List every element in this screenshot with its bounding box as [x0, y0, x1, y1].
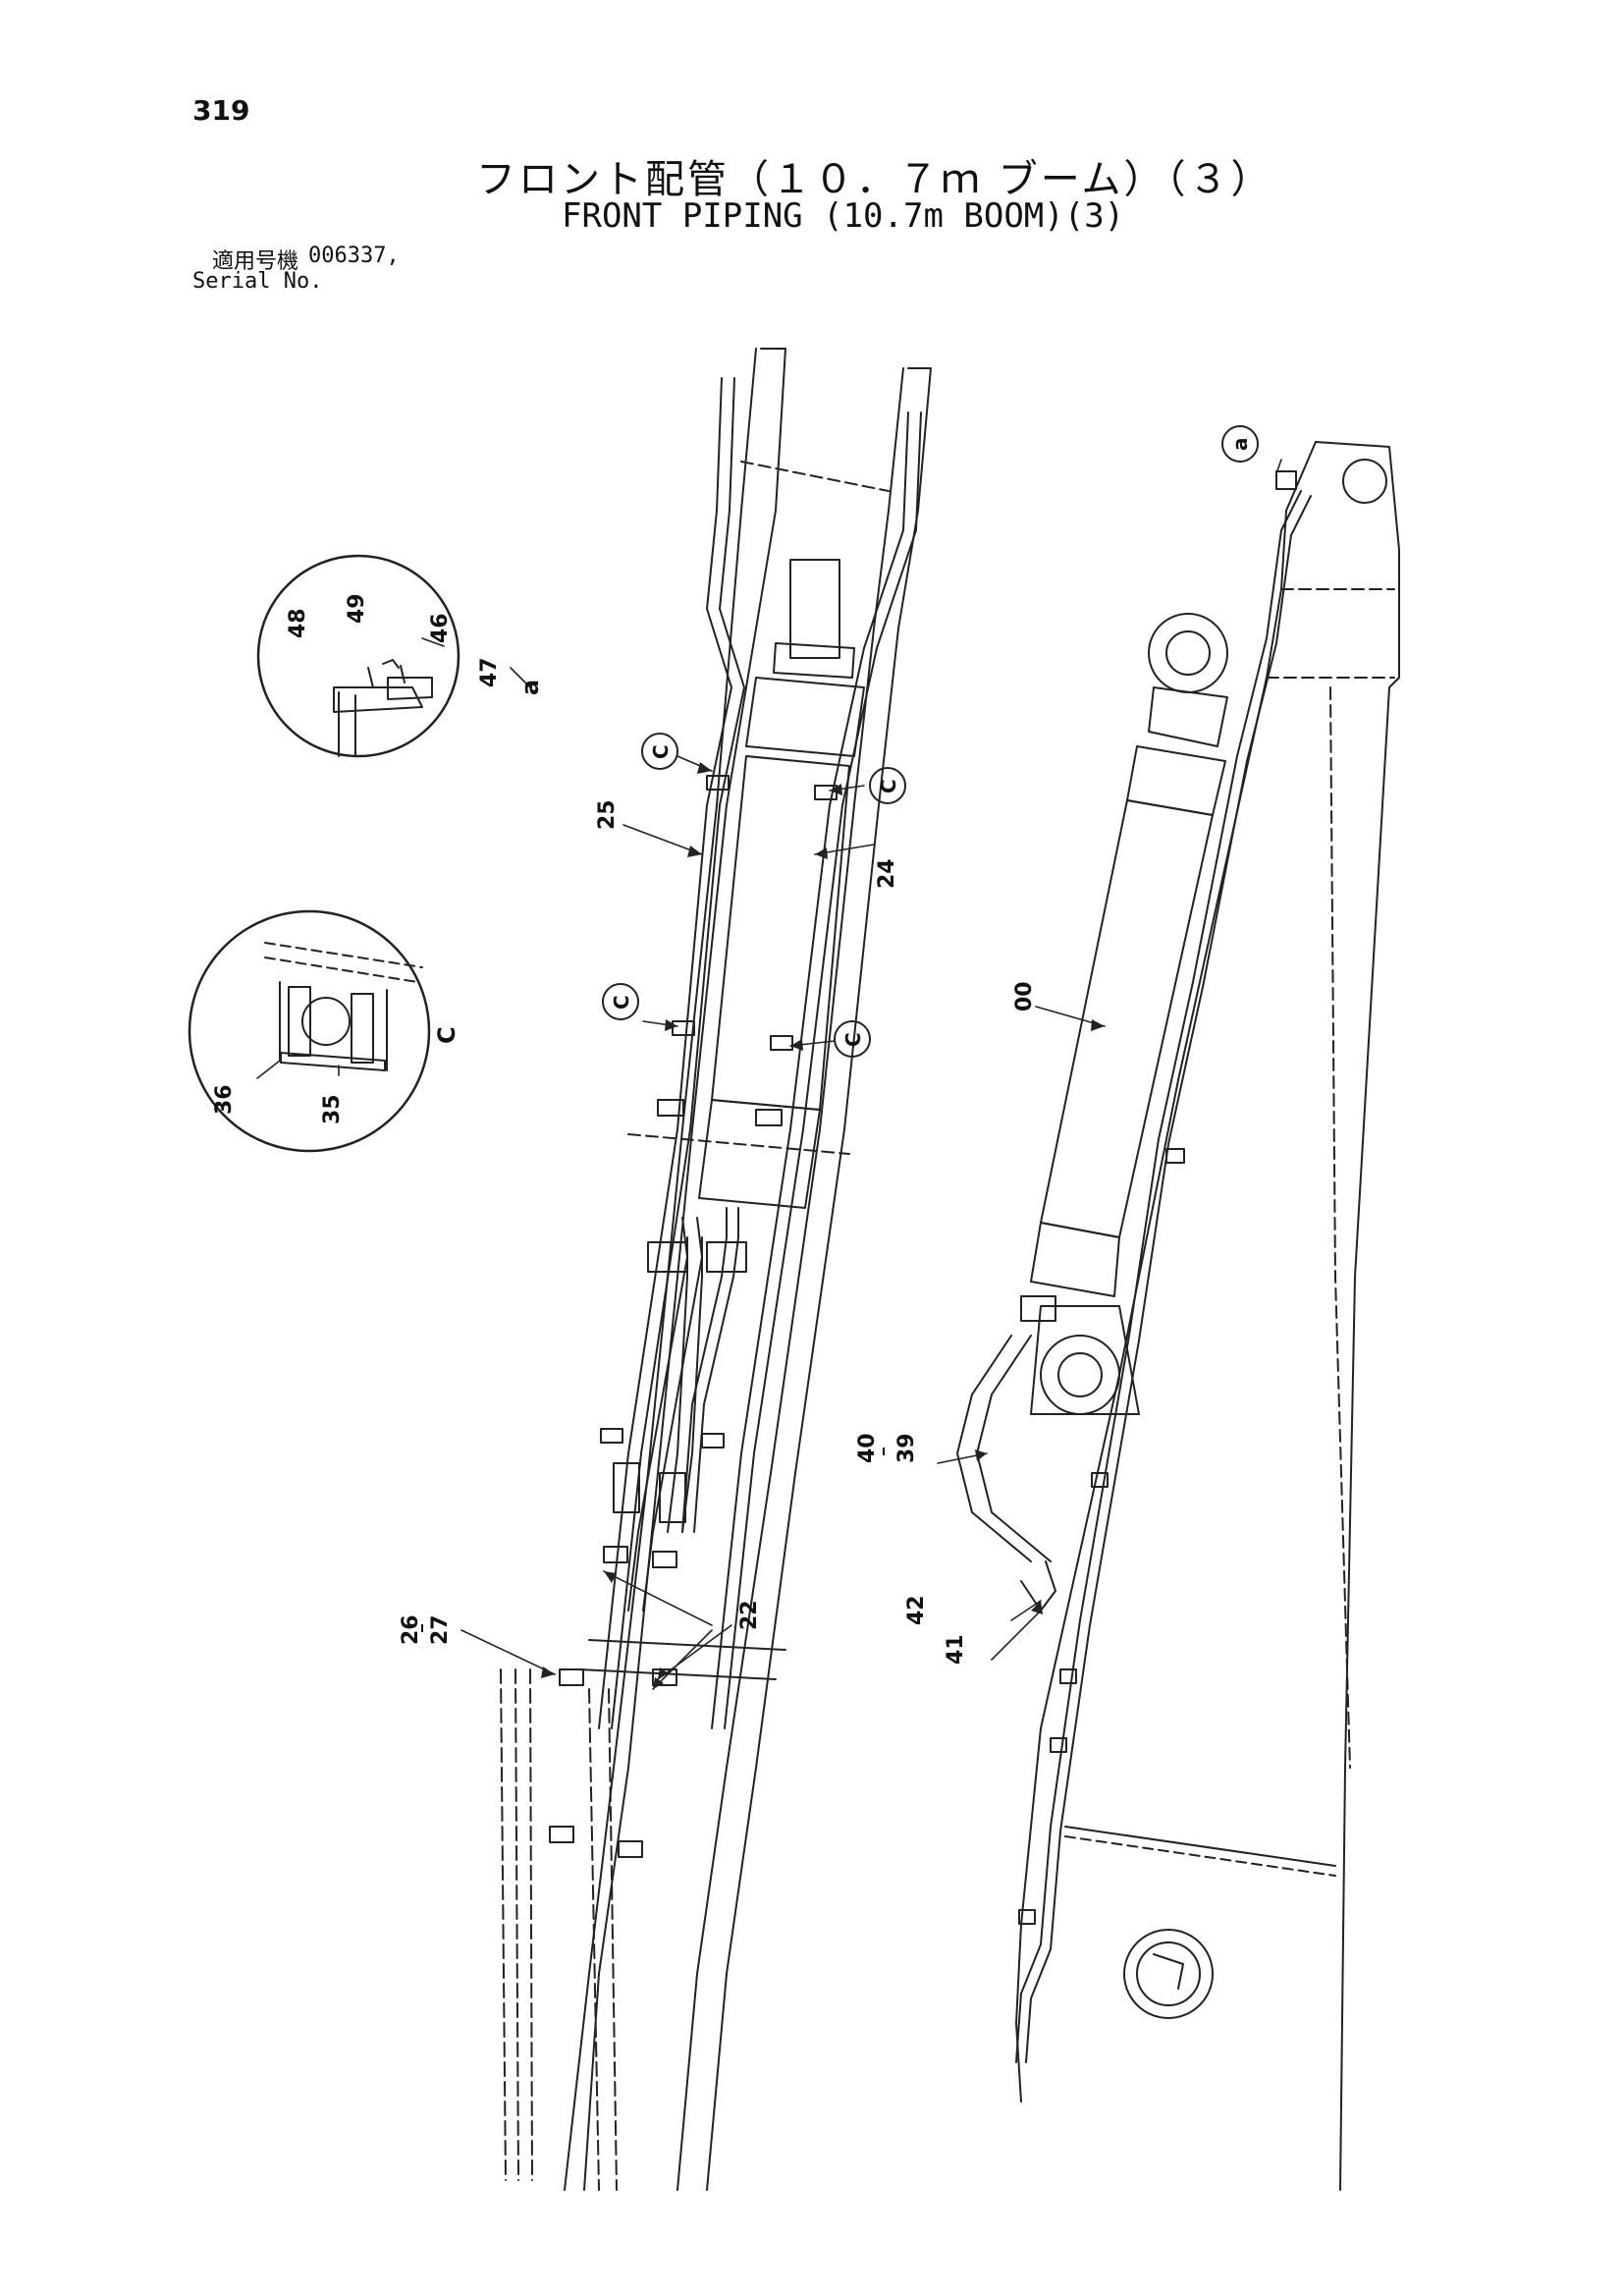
center-boom-pipes [549, 377, 922, 1858]
detail-a-label: a [516, 680, 544, 695]
center-boom-cylinder [698, 559, 865, 1209]
reference-a: a [1228, 438, 1252, 452]
reference-c-3: C [610, 995, 633, 1010]
callout-47: 47 [477, 657, 502, 687]
callout-00: 00 [1012, 981, 1037, 1011]
callout-42: 42 [904, 1595, 929, 1625]
callout-dashes [421, 1448, 885, 1632]
page-number: 319 [192, 94, 250, 127]
reference-circles [602, 425, 1259, 1058]
callout-35: 35 [320, 1094, 345, 1124]
title-english: FRONT PIPING (10.7m BOOM)(3) [562, 196, 1125, 236]
callout-22: 22 [737, 1600, 762, 1630]
callout-27: 27 [428, 1614, 453, 1645]
serial-label-japanese: 適用号機 [212, 249, 299, 274]
callout-26: 26 [399, 1614, 423, 1645]
serial-label-english: Serial No. [192, 269, 323, 294]
callout-36: 36 [212, 1084, 237, 1115]
detail-c-label: C [433, 1026, 460, 1044]
detail-a-circle [256, 554, 460, 758]
reference-c-4: C [841, 1032, 865, 1047]
side-boom-hoses [956, 470, 1312, 2063]
title-japanese: フロント配管（１０．７ｍ ブーム）（３） [476, 157, 1273, 202]
detail-c-circle [188, 909, 431, 1153]
callout-25: 25 [595, 799, 620, 830]
reference-c-2: C [877, 779, 900, 793]
callout-39: 39 [894, 1433, 919, 1463]
callout-41: 41 [944, 1634, 968, 1665]
callout-49: 49 [345, 593, 369, 624]
leader-lines [256, 459, 1282, 1690]
callout-24: 24 [875, 858, 899, 889]
callout-46: 46 [428, 613, 453, 643]
callout-40: 40 [855, 1433, 880, 1463]
side-boom-outline [1015, 441, 1400, 2191]
reference-c-1: C [649, 744, 673, 759]
serial-number-value: 006337, [308, 244, 400, 268]
callout-48: 48 [286, 608, 310, 638]
leader-arrowheads [541, 762, 1105, 1689]
center-boom-outline [500, 348, 932, 2191]
side-boom-cylinder [1020, 613, 1228, 1415]
